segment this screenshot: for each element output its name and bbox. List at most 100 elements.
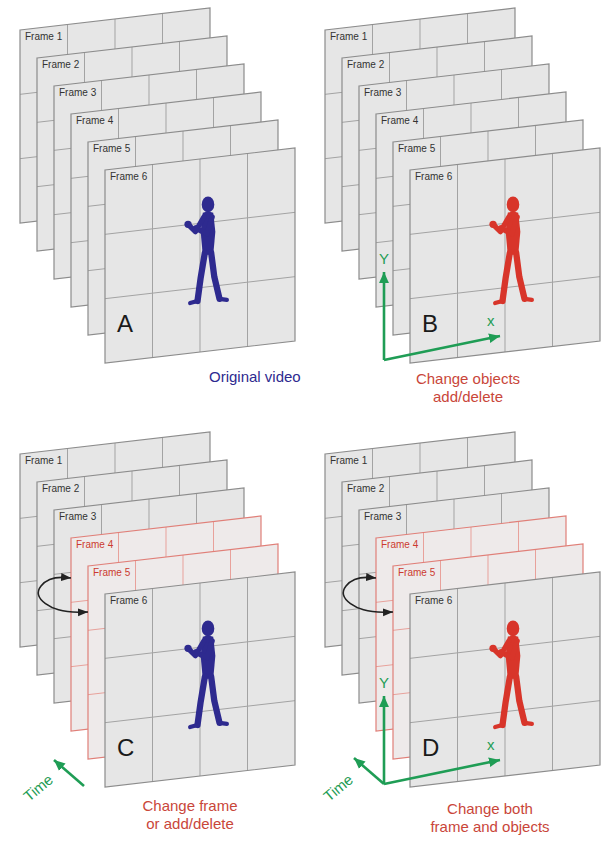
text-holder: Frame 5 [398, 567, 435, 579]
figure-part [184, 645, 191, 652]
grid-line [200, 159, 201, 352]
frame-label: Frame 6 [110, 595, 147, 607]
text-holder: Frame 4 [76, 539, 113, 551]
text-holder: Frame 2 [347, 59, 384, 71]
text-holder: D [422, 734, 439, 762]
frame-label: Frame 1 [330, 455, 367, 467]
frame-label: Frame 3 [364, 511, 401, 523]
figure-part [503, 677, 510, 725]
figure-part [211, 677, 219, 723]
text-holder: Frame 2 [347, 483, 384, 495]
figure-part [498, 649, 505, 656]
text-holder: Frame 1 [330, 455, 367, 467]
caption: Change objects add/delete [408, 370, 528, 406]
frame-label: Frame 1 [330, 31, 367, 43]
text-holder: Frame 5 [93, 143, 130, 155]
frame-label: Frame 3 [59, 87, 96, 99]
figure-part [495, 301, 502, 303]
text-holder: Change frame or add/delete [138, 797, 242, 833]
text-holder: Time [322, 779, 355, 797]
grid-line [505, 159, 506, 352]
text-holder: Change both frame and objects [427, 800, 553, 836]
figure-part [489, 645, 496, 652]
frame-fill [105, 148, 295, 363]
figure-part [516, 253, 524, 299]
caption: Change both frame and objects [427, 800, 553, 836]
figure-part [193, 225, 200, 232]
frame-fill [410, 572, 600, 787]
text-holder: Y [379, 674, 389, 692]
text-holder: Frame 3 [59, 511, 96, 523]
figure-part [198, 253, 205, 301]
axis-label: Y [379, 674, 389, 692]
figure-part [211, 253, 219, 299]
frame-label: Frame 4 [381, 115, 418, 127]
swap-arrow [38, 577, 88, 612]
grid-line [552, 154, 553, 347]
text-holder: Frame 5 [398, 143, 435, 155]
panel-letter: D [422, 734, 439, 762]
axes-group [54, 272, 500, 786]
figure-part [202, 197, 215, 213]
frame-label: Frame 5 [93, 143, 130, 155]
text-holder: Frame 3 [364, 511, 401, 523]
text-holder: Frame 3 [364, 87, 401, 99]
frame-label: Frame 4 [381, 539, 418, 551]
text-holder: Frame 5 [93, 567, 130, 579]
text-holder: Frame 2 [42, 59, 79, 71]
frame-label: Frame 5 [93, 567, 130, 579]
figure-part [489, 221, 496, 228]
grid-line [505, 583, 506, 776]
text-holder: Original video [209, 368, 301, 386]
frame-label: Frame 1 [25, 31, 62, 43]
video-frame: Frame 6 C [105, 572, 295, 787]
grid-line [247, 154, 248, 347]
video-frame: Frame 6A [105, 148, 295, 363]
text-holder: Frame 3 [59, 87, 96, 99]
figure-part [525, 723, 532, 724]
grid-line [552, 578, 553, 771]
person-figure [489, 621, 532, 728]
text-holder: x [487, 736, 495, 754]
video-frame: Frame 6 D [410, 572, 600, 787]
frame-label: Frame 2 [42, 59, 79, 71]
caption: Original video [209, 368, 301, 386]
frame-label: Frame 6 [415, 595, 452, 607]
grid-line [200, 583, 201, 776]
frame-label: Frame 1 [25, 455, 62, 467]
figure-part [193, 649, 200, 656]
text-holder: Frame 1 [330, 31, 367, 43]
frame-label: Frame 4 [76, 115, 113, 127]
panel-letter: C [117, 734, 134, 762]
y-axis-arrow [383, 696, 386, 784]
time-axis-arrow [54, 760, 84, 786]
panel-letter: A [117, 310, 133, 338]
y-axis-arrow [383, 272, 386, 360]
text-holder: x [487, 312, 495, 330]
frame-border [105, 572, 295, 787]
grid-line [152, 589, 153, 782]
figure-part [220, 723, 227, 724]
person-figure [184, 621, 227, 728]
frame-border [410, 148, 600, 363]
panel-letter: B [422, 310, 438, 338]
time-axis-arrow [354, 758, 384, 784]
text-holder: C [117, 734, 134, 762]
axis-label: x [487, 312, 495, 330]
text-holder: Change objects add/delete [408, 370, 528, 406]
video-frame: Frame 6 B [410, 148, 600, 363]
grid-line [105, 636, 295, 658]
text-holder: Frame 6 [415, 171, 452, 183]
grid-line [410, 636, 600, 658]
frame-label: Frame 6 [415, 171, 452, 183]
text-holder: B [422, 310, 438, 338]
figure-part [516, 677, 524, 723]
axis-label: x [487, 736, 495, 754]
frame-label: Frame 5 [398, 143, 435, 155]
axis-label: Time [20, 771, 57, 806]
figure-part [190, 725, 197, 727]
frame-label: Frame 4 [76, 539, 113, 551]
grid-line [410, 212, 600, 234]
